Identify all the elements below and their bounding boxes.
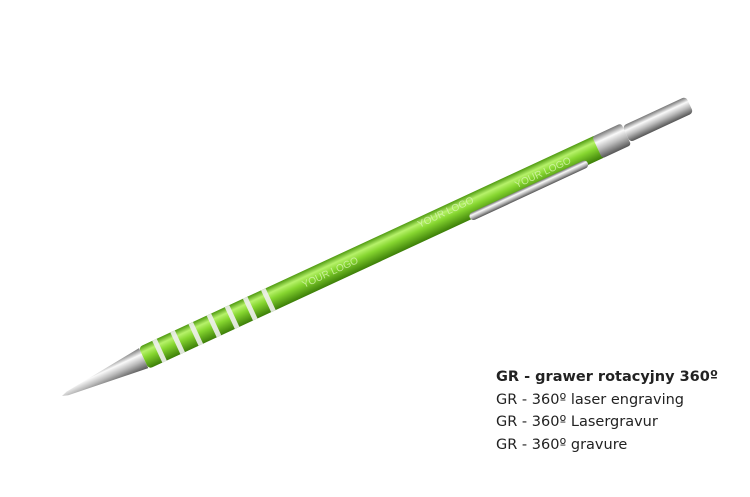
- grip-rings: [152, 288, 276, 363]
- caption-title: GR - grawer rotacyjny 360º: [496, 369, 719, 385]
- chrome-band: [593, 124, 631, 158]
- engraving-caption: GR - grawer rotacyjny 360º GR - 360º las…: [496, 366, 718, 456]
- pen-tip: [62, 348, 149, 396]
- pen-clip: [469, 160, 589, 221]
- pen-plunger: [623, 97, 693, 141]
- caption-line: GR - 360º Lasergravur: [496, 414, 658, 430]
- caption-line: GR - 360º laser engraving: [496, 391, 685, 408]
- pen-body: [139, 135, 606, 368]
- caption-line: GR - 360º gravure: [496, 436, 628, 453]
